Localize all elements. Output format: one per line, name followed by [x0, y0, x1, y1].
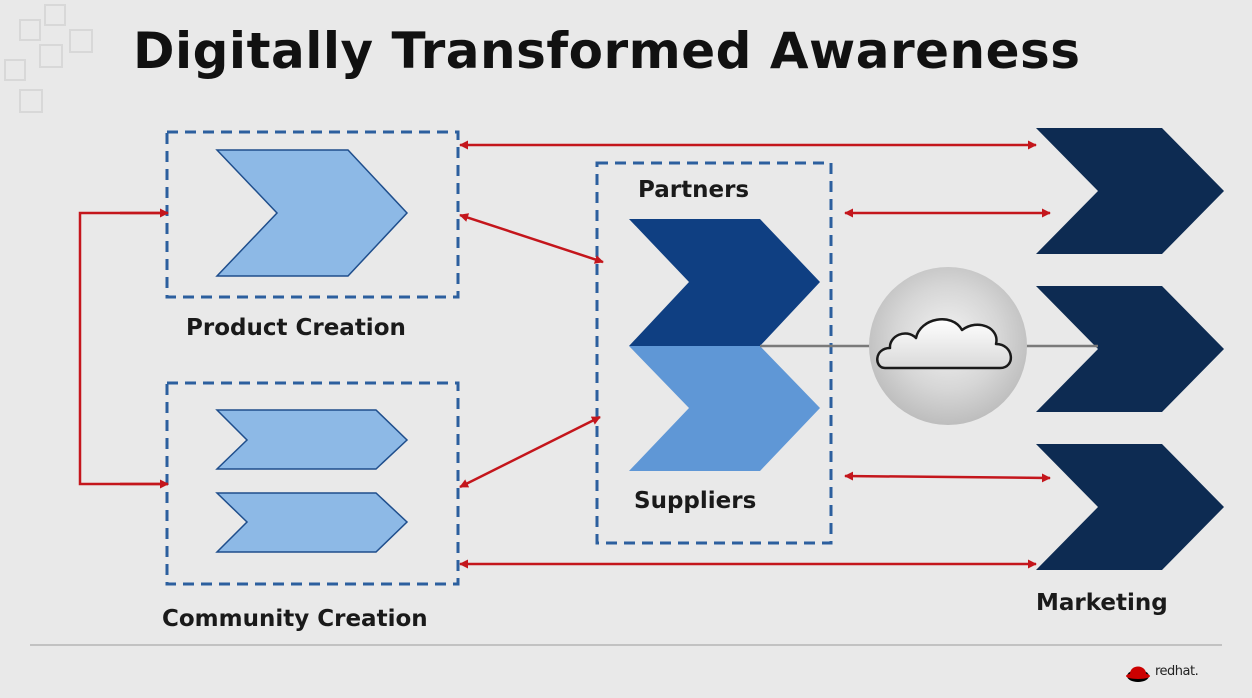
marketing-chevron-3 [1036, 444, 1224, 570]
community-chevron-top [215, 409, 409, 470]
partners-chevron [629, 219, 820, 346]
arrow-community-suppliers [459, 415, 601, 489]
arrow-suppliers-marketing [844, 471, 1051, 483]
suppliers-chevron [629, 346, 820, 471]
marketing-chevron-2 [1036, 286, 1224, 412]
partners-suppliers-box [595, 161, 833, 545]
product-creation-label: Product Creation [186, 315, 406, 341]
slide-title: Digitally Transformed Awareness [133, 22, 1081, 80]
suppliers-label: Suppliers [634, 488, 757, 514]
community-creation-label: Community Creation [162, 606, 428, 632]
brand-wordmark: redhat. [1155, 664, 1199, 679]
corner-pattern [4, 4, 93, 113]
product-chevron [215, 149, 409, 277]
community-chevron-bottom [215, 492, 409, 553]
partners-label: Partners [638, 177, 750, 203]
arrow-product-partners [459, 213, 604, 264]
marketing-chevron-1 [1036, 128, 1224, 254]
redhat-logo-icon [1126, 666, 1150, 682]
marketing-label: Marketing [1036, 590, 1168, 616]
cloud-icon [876, 318, 1012, 370]
left-loop-connector [78, 208, 169, 489]
